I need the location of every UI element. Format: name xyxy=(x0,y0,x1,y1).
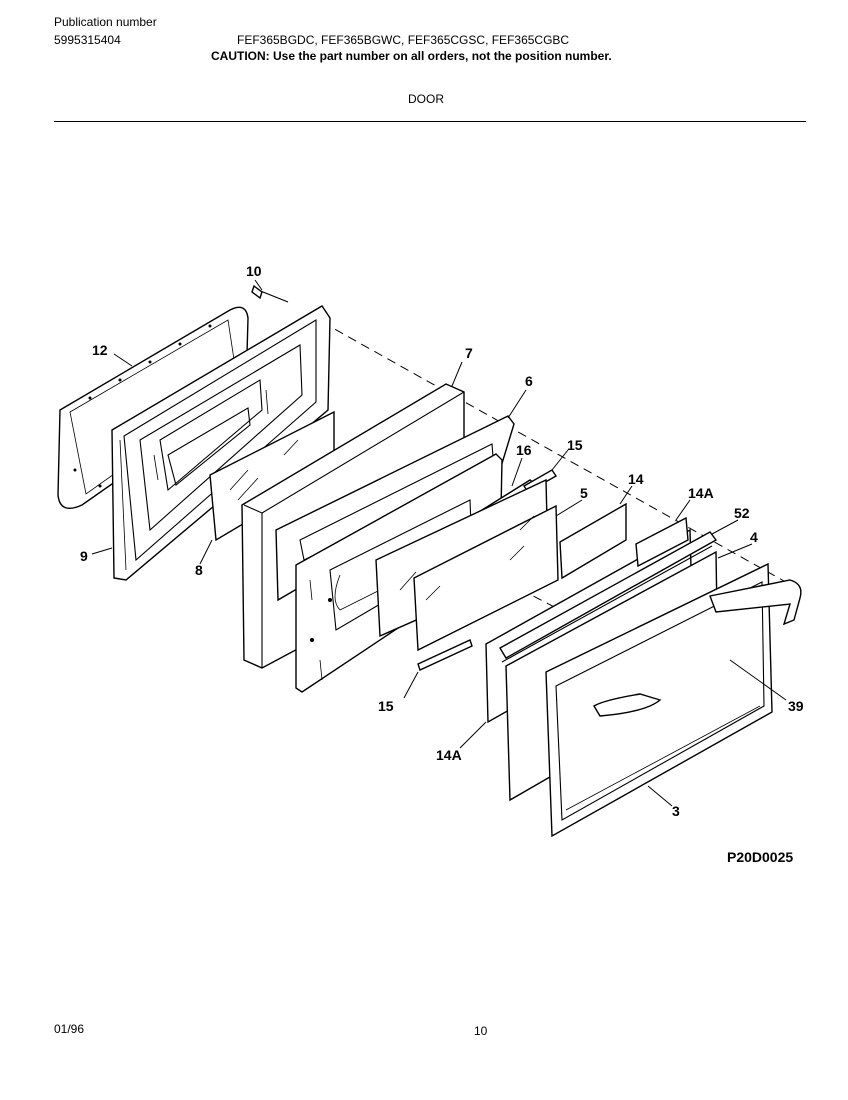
callout-14a-bottom: 14A xyxy=(436,747,462,763)
outer-insulation xyxy=(559,502,627,580)
callout-16: 16 xyxy=(516,442,532,458)
callout-12: 12 xyxy=(92,342,108,358)
callout-15-top: 15 xyxy=(567,437,583,453)
drawing-code: P20D0025 xyxy=(727,849,794,865)
glass-clip-bottom xyxy=(417,639,473,671)
caution-note: CAUTION: Use the part number on all orde… xyxy=(211,49,612,63)
publication-label: Publication number xyxy=(54,15,157,29)
callout-4: 4 xyxy=(750,529,758,545)
leader-lines xyxy=(91,279,787,807)
screw xyxy=(251,284,289,303)
callout-6: 6 xyxy=(525,373,533,389)
callout-9: 9 xyxy=(80,548,88,564)
header-rule xyxy=(54,121,806,122)
callout-10: 10 xyxy=(246,263,262,279)
trim-channel xyxy=(499,531,718,663)
model-numbers: FEF365BGDC, FEF365BGWC, FEF365CGSC, FEF3… xyxy=(237,33,570,47)
callout-39: 39 xyxy=(788,698,804,714)
callout-5: 5 xyxy=(580,485,588,501)
callout-3: 3 xyxy=(672,803,680,819)
callout-15-bottom: 15 xyxy=(378,698,394,714)
inner-door-liner xyxy=(111,305,331,581)
outer-door-panel xyxy=(545,562,773,838)
middle-glass xyxy=(375,478,559,652)
callout-14a-top: 14A xyxy=(688,485,714,501)
callout-8: 8 xyxy=(195,562,203,578)
callout-7: 7 xyxy=(465,345,473,361)
footer-date: 01/96 xyxy=(54,1022,85,1036)
publication-number: 5995315404 xyxy=(54,33,121,47)
assembly-axis-top xyxy=(321,321,801,591)
door-handle xyxy=(709,579,802,626)
page-number: 10 xyxy=(474,1024,488,1038)
callout-14: 14 xyxy=(628,471,644,487)
callout-52: 52 xyxy=(734,505,750,521)
section-title: DOOR xyxy=(408,92,444,106)
